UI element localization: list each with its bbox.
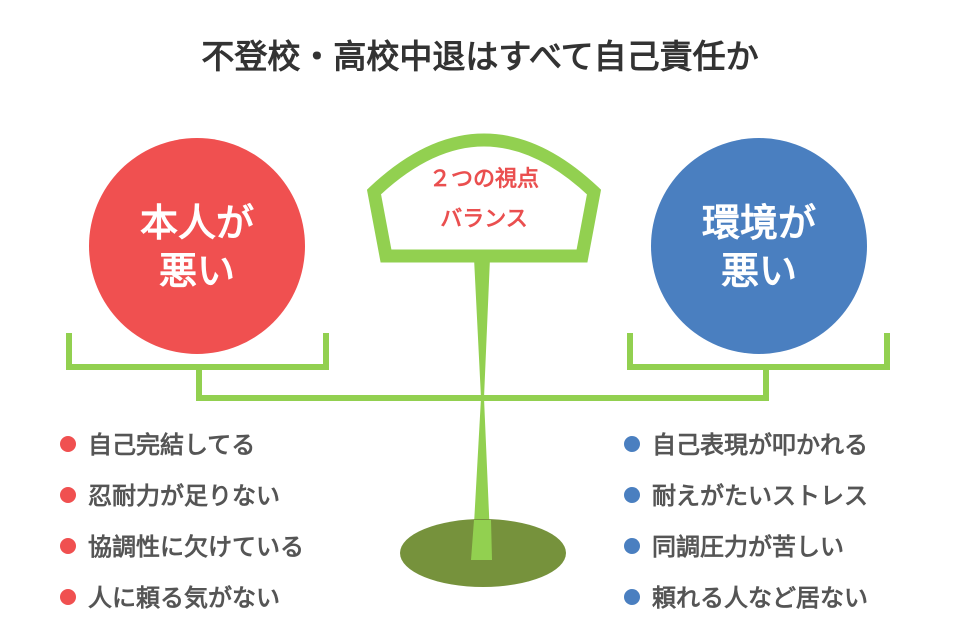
list-item: 耐えがたいストレス: [652, 482, 868, 510]
left-circle: [89, 138, 305, 354]
bullet-icon: [60, 436, 76, 452]
bullet-icon: [624, 487, 640, 503]
list-item: 頼れる人など居ない: [652, 584, 868, 612]
list-item: 協調性に欠けている: [88, 533, 304, 561]
right-label-line2: 悪い: [721, 249, 797, 293]
bullet-icon: [624, 589, 640, 605]
right-label-line1: 環境が: [702, 201, 816, 245]
bullet-icon: [624, 436, 640, 452]
list-item: 自己完結してる: [88, 431, 255, 459]
bullet-icon: [60, 538, 76, 554]
bullet-icon: [60, 487, 76, 503]
right-circle: [651, 138, 867, 354]
fan-sign: [366, 133, 602, 263]
list-item: 忍耐力が足りない: [88, 482, 280, 510]
list-item: 自己表現が叩かれる: [652, 431, 868, 459]
fan-line1: ２つの視点: [429, 166, 539, 192]
left-list: 自己完結してる 忍耐力が足りない 協調性に欠けている 人に頼る気がない: [60, 431, 304, 612]
center-pole: [472, 258, 491, 560]
list-item: 人に頼る気がない: [88, 584, 280, 612]
bullet-icon: [624, 538, 640, 554]
right-pan: [627, 333, 890, 370]
left-label-line1: 本人が: [140, 201, 254, 245]
bullet-icon: [60, 589, 76, 605]
left-label-line2: 悪い: [159, 249, 235, 293]
right-list: 自己表現が叩かれる 耐えがたいストレス 同調圧力が苦しい 頼れる人など居ない: [624, 431, 868, 612]
fan-line2: バランス: [440, 207, 528, 232]
list-item: 同調圧力が苦しい: [652, 533, 844, 561]
page-title: 不登校・高校中退はすべて自己責任か: [201, 37, 758, 76]
pole-foot: [471, 520, 492, 560]
